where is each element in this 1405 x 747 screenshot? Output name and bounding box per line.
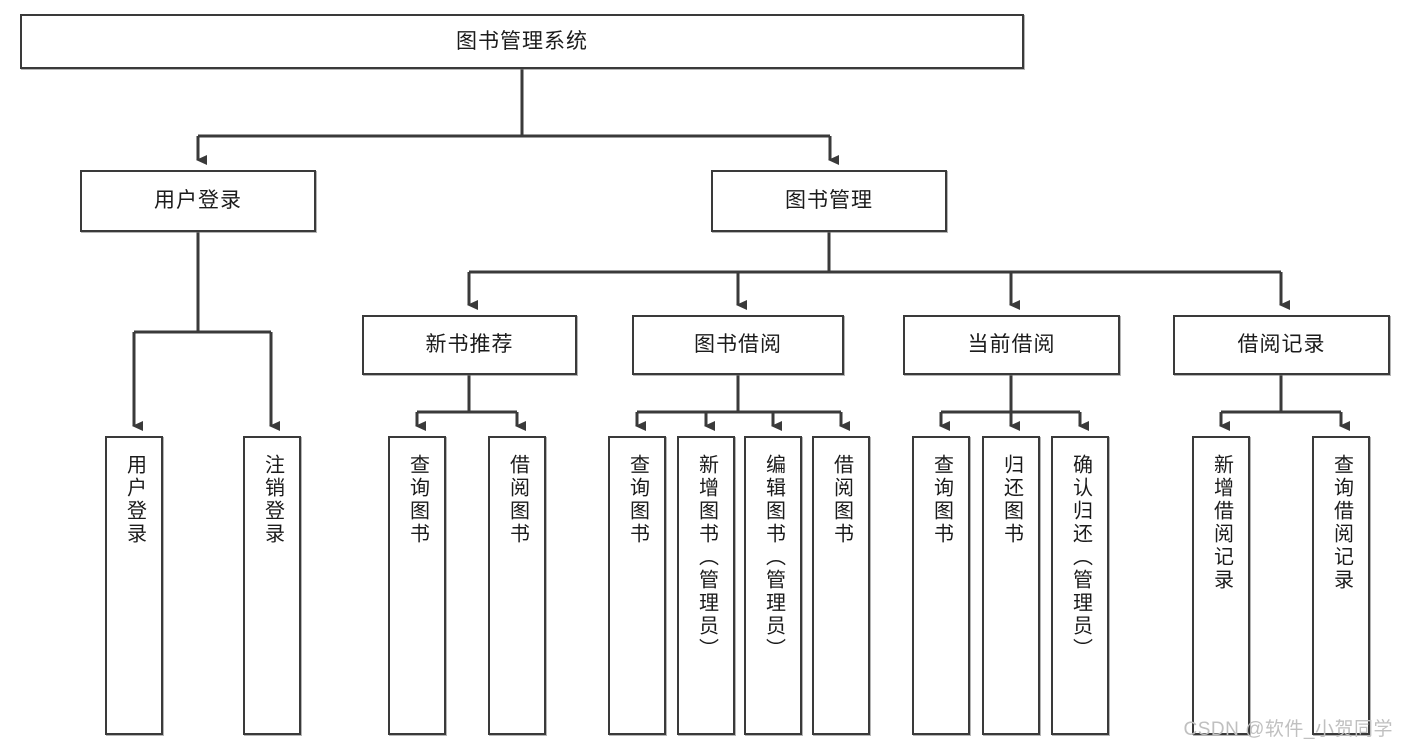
leaf-user-login-label: 用户登录 [123, 454, 146, 546]
node-book-manage[interactable]: 图书管理 [711, 170, 947, 232]
leaf-borrow-book-1[interactable]: 借阅图书 [488, 436, 546, 735]
node-book-manage-label: 图书管理 [785, 189, 873, 213]
leaf-borrow-book-2-label: 借阅图书 [830, 454, 853, 546]
leaf-confirm-return[interactable]: 确认归还（管理员） [1051, 436, 1109, 735]
leaf-confirm-return-label: 确认归还（管理员） [1069, 454, 1092, 661]
leaf-borrow-book-2[interactable]: 借阅图书 [812, 436, 870, 735]
node-root[interactable]: 图书管理系统 [20, 14, 1024, 69]
leaf-borrow-book-1-label: 借阅图书 [506, 454, 529, 546]
leaf-logout-label: 注销登录 [261, 454, 284, 546]
leaf-add-record[interactable]: 新增借阅记录 [1192, 436, 1250, 735]
leaf-add-record-label: 新增借阅记录 [1210, 454, 1233, 592]
leaf-user-login[interactable]: 用户登录 [105, 436, 163, 735]
leaf-query-book-3[interactable]: 查询图书 [912, 436, 970, 735]
node-new-book-rec-label: 新书推荐 [425, 333, 514, 357]
leaf-query-book-1[interactable]: 查询图书 [388, 436, 446, 735]
leaf-return-book[interactable]: 归还图书 [982, 436, 1040, 735]
leaf-logout[interactable]: 注销登录 [243, 436, 301, 735]
leaf-add-book-label: 新增图书（管理员） [695, 454, 718, 661]
leaf-query-book-3-label: 查询图书 [930, 454, 953, 546]
leaf-query-record-label: 查询借阅记录 [1330, 454, 1353, 592]
leaf-add-book[interactable]: 新增图书（管理员） [677, 436, 735, 735]
leaf-query-record[interactable]: 查询借阅记录 [1312, 436, 1370, 735]
node-user-login-label: 用户登录 [154, 189, 242, 213]
leaf-edit-book-label: 编辑图书（管理员） [762, 454, 785, 661]
node-book-borrow-label: 图书借阅 [694, 333, 782, 357]
node-root-label: 图书管理系统 [456, 29, 588, 53]
leaf-query-book-1-label: 查询图书 [406, 454, 429, 546]
node-current-borrow[interactable]: 当前借阅 [903, 315, 1120, 375]
node-book-borrow[interactable]: 图书借阅 [632, 315, 844, 375]
node-current-borrow-label: 当前借阅 [967, 333, 1056, 357]
leaf-query-book-2[interactable]: 查询图书 [608, 436, 666, 735]
node-borrow-record-label: 借阅记录 [1237, 333, 1326, 357]
leaf-query-book-2-label: 查询图书 [626, 454, 649, 546]
leaf-return-book-label: 归还图书 [1000, 454, 1023, 546]
node-user-login[interactable]: 用户登录 [80, 170, 316, 232]
watermark: CSDN @软件_小贺同学 [1183, 719, 1393, 740]
node-borrow-record[interactable]: 借阅记录 [1173, 315, 1390, 375]
leaf-edit-book[interactable]: 编辑图书（管理员） [744, 436, 802, 735]
node-new-book-rec[interactable]: 新书推荐 [362, 315, 577, 375]
